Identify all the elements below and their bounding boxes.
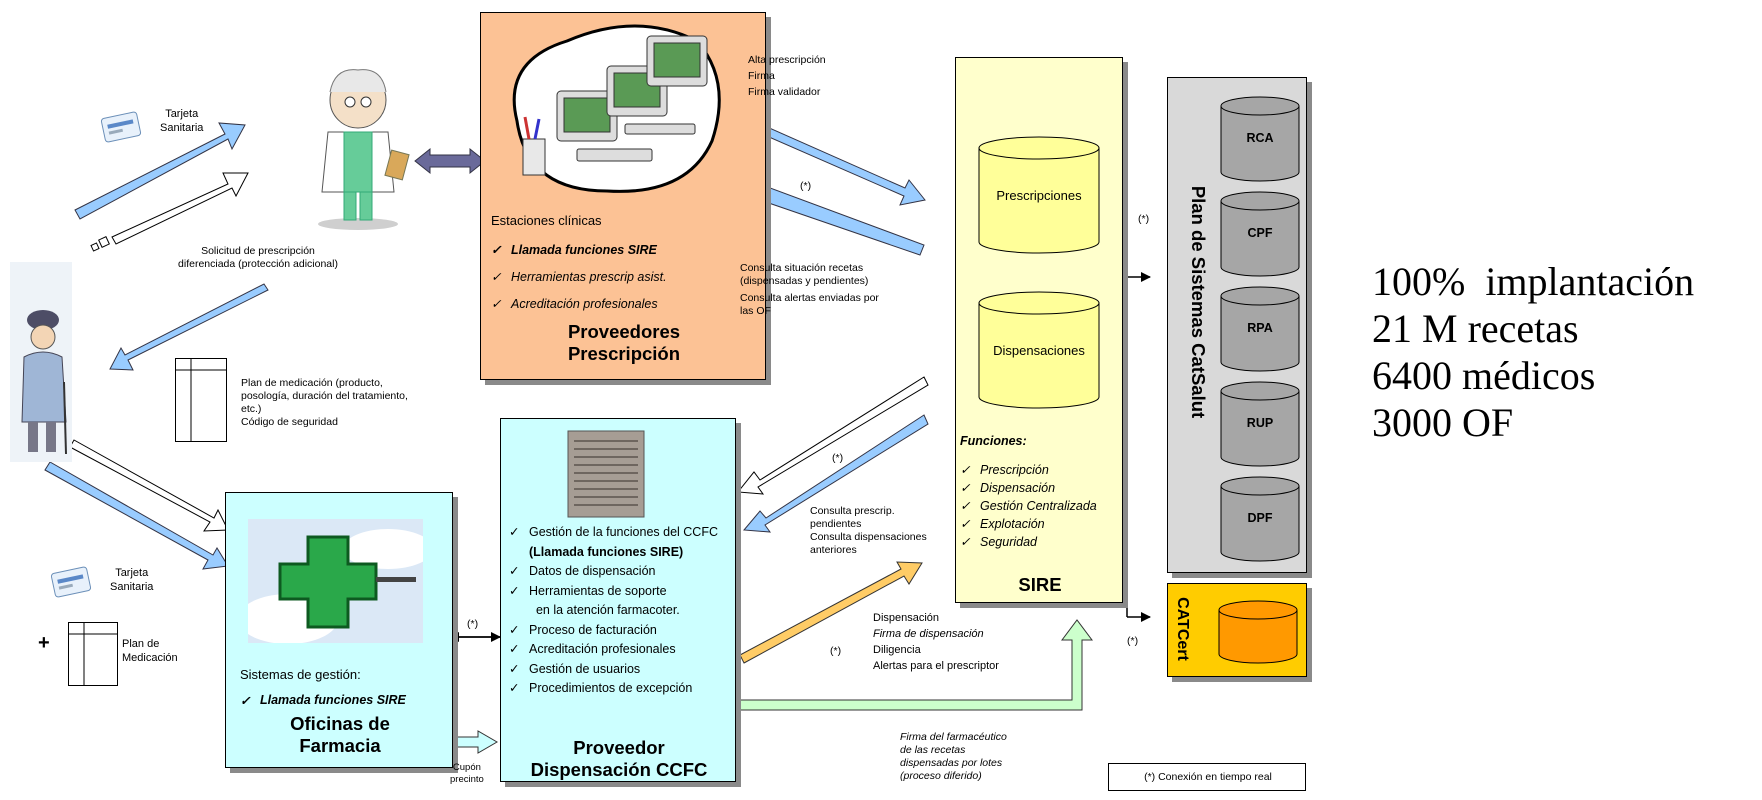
- function-item: Prescripción: [958, 461, 1097, 479]
- realtime-marker-pharmacy: (*): [467, 618, 479, 630]
- feature-item: Herramientas de soporte en la atención f…: [507, 582, 729, 621]
- dispensation-provider-title: Proveedor Dispensación CCFC: [530, 737, 708, 780]
- catsalut-title: Plan de Sistemas CatSalut: [1188, 185, 1209, 419]
- arrow-patient-to-pharmacy-white: [69, 439, 229, 532]
- legend-box: (*) Conexión en tiempo real: [1108, 763, 1306, 791]
- clinical-stations-label: Estaciones clínicas: [491, 213, 602, 228]
- legend-text: (*) Conexión en tiempo real: [1144, 771, 1272, 783]
- catsalut-box: RCA CPF RPA RUP DPF Plan de Sistemas Cat…: [1167, 77, 1307, 573]
- card-label-bottom: Tarjeta Sanitaria: [110, 567, 154, 593]
- sire-box: Prescripciones Dispensaciones Funciones:…: [955, 57, 1123, 603]
- arrow-doctor-provider: [414, 147, 486, 175]
- server-illustration: [566, 429, 646, 519]
- feature-item: Llamada funciones SIRE: [489, 237, 667, 264]
- medication-plan-label: Plan de medicación (producto, posología,…: [241, 377, 408, 428]
- catcert-box: CATCert: [1167, 583, 1307, 677]
- realtime-marker-catsalut: (*): [1138, 213, 1150, 225]
- realtime-marker-2: (*): [832, 452, 844, 464]
- cpf-database: CPF: [1220, 191, 1300, 277]
- catsalut-databases: RCA CPF RPA RUP DPF: [1220, 96, 1300, 566]
- feature-item: Datos de dispensación: [507, 562, 729, 582]
- realtime-marker-catcert: (*): [1127, 635, 1139, 647]
- plan-bottom-label: Plan de Medicación: [122, 638, 178, 664]
- plan-document-icon: [68, 622, 118, 686]
- function-item: Seguridad: [958, 533, 1097, 551]
- realtime-marker-3: (*): [830, 645, 842, 657]
- pharmacy-box: Sistemas de gestión: Llamada funciones S…: [225, 492, 453, 768]
- feature-item: Procedimientos de excepción: [507, 679, 729, 699]
- coupon-label: Cupón precinto: [450, 762, 484, 785]
- realtime-marker-1: (*): [800, 180, 812, 192]
- computers-illustration: [497, 21, 727, 201]
- prescription-features-list: Llamada funciones SIRE Herramientas pres…: [489, 237, 667, 318]
- arrow-coupon: [452, 730, 498, 754]
- patient-illustration: [10, 262, 72, 462]
- batch-signature-label: Firma del farmacéutico de las recetas di…: [900, 731, 1007, 782]
- prescriptions-database: Prescripciones: [978, 136, 1100, 254]
- arrow-request: [111, 172, 249, 245]
- arrow-sire-to-dispensation-blue: [742, 414, 929, 533]
- arrow-sire-to-dispensation-white: [737, 376, 929, 495]
- health-card-icon-bottom: [50, 565, 92, 599]
- feature-item: Proceso de facturación: [507, 621, 729, 641]
- document-icon: [175, 358, 227, 442]
- management-systems-label: Sistemas de gestión:: [240, 667, 361, 682]
- health-card-icon: [100, 110, 142, 144]
- sire-title: SIRE: [1018, 574, 1062, 595]
- dispensation-send-label: Dispensación Firma de dispensación Dilig…: [873, 612, 999, 672]
- prescriptions-db-label: Prescripciones: [996, 188, 1082, 203]
- rpa-database: RPA: [1220, 286, 1300, 372]
- dispensations-db-label: Dispensaciones: [993, 343, 1085, 358]
- feature-item: Acreditación profesionales: [489, 291, 667, 318]
- consult-pending-label: Consulta prescrip. pendientes Consulta d…: [810, 505, 927, 556]
- arrow-patient-to-pharmacy-blue: [44, 461, 229, 570]
- function-item: Explotación: [958, 515, 1097, 533]
- feature-item: Llamada funciones SIRE: [238, 693, 406, 708]
- stat-implantation: 100% implantación: [1372, 259, 1695, 304]
- dpf-database: DPF: [1220, 476, 1300, 562]
- prescription-send-label: Alta prescripción Firma Firma validador: [748, 54, 826, 98]
- stat-prescriptions: 21 M recetas: [1372, 306, 1579, 351]
- plus-sign: +: [38, 632, 50, 654]
- prescription-provider-title: Proveedores Prescripción: [567, 321, 681, 364]
- card-label-top: Tarjeta Sanitaria: [160, 108, 204, 134]
- pharmacy-cross-illustration: [238, 519, 433, 644]
- arrow-doctor-to-patient: [109, 283, 269, 371]
- prescription-provider-box: Estaciones clínicas Llamada funciones SI…: [480, 12, 766, 380]
- request-label: Solicitud de prescripción diferenciada (…: [178, 245, 338, 270]
- stat-doctors: 6400 médicos: [1372, 353, 1596, 398]
- catcert-title: CATCert: [1174, 597, 1191, 661]
- pharmacy-features-list: Llamada funciones SIRE: [238, 693, 406, 708]
- function-item: Gestión Centralizada: [958, 497, 1097, 515]
- catcert-database: [1218, 600, 1298, 664]
- function-item: Dispensación: [958, 479, 1097, 497]
- dispensation-provider-box: Gestión de la funciones del CCFC (Llamad…: [500, 418, 736, 782]
- doctor-illustration: [300, 62, 420, 232]
- feature-item: Acreditación profesionales: [507, 640, 729, 660]
- dispensations-database: Dispensaciones: [978, 291, 1100, 409]
- arrow-patient-to-doctor: [74, 122, 246, 220]
- arrow-batch-signature: [734, 619, 1093, 711]
- stat-pharmacies: 3000 OF: [1372, 400, 1514, 445]
- rca-database: RCA: [1220, 96, 1300, 182]
- stats-block: 100% implantación 21 M recetas 6400 médi…: [1372, 258, 1694, 446]
- feature-item: Gestión de usuarios: [507, 660, 729, 680]
- feature-item: Gestión de la funciones del CCFC (Llamad…: [507, 523, 729, 562]
- pharmacy-title: Oficinas de Farmacia: [290, 713, 390, 756]
- feature-item: Herramientas prescrip asist.: [489, 264, 667, 291]
- consult-status-label: Consulta situación recetas (dispensadas …: [740, 262, 879, 317]
- arrow-dispensation-to-sire: [739, 561, 923, 664]
- dispensation-features-list: Gestión de la funciones del CCFC (Llamad…: [507, 523, 729, 699]
- rup-database: RUP: [1220, 381, 1300, 467]
- sire-functions-title: Funciones:: [960, 434, 1027, 448]
- sire-functions-list: Prescripción Dispensación Gestión Centra…: [958, 461, 1097, 551]
